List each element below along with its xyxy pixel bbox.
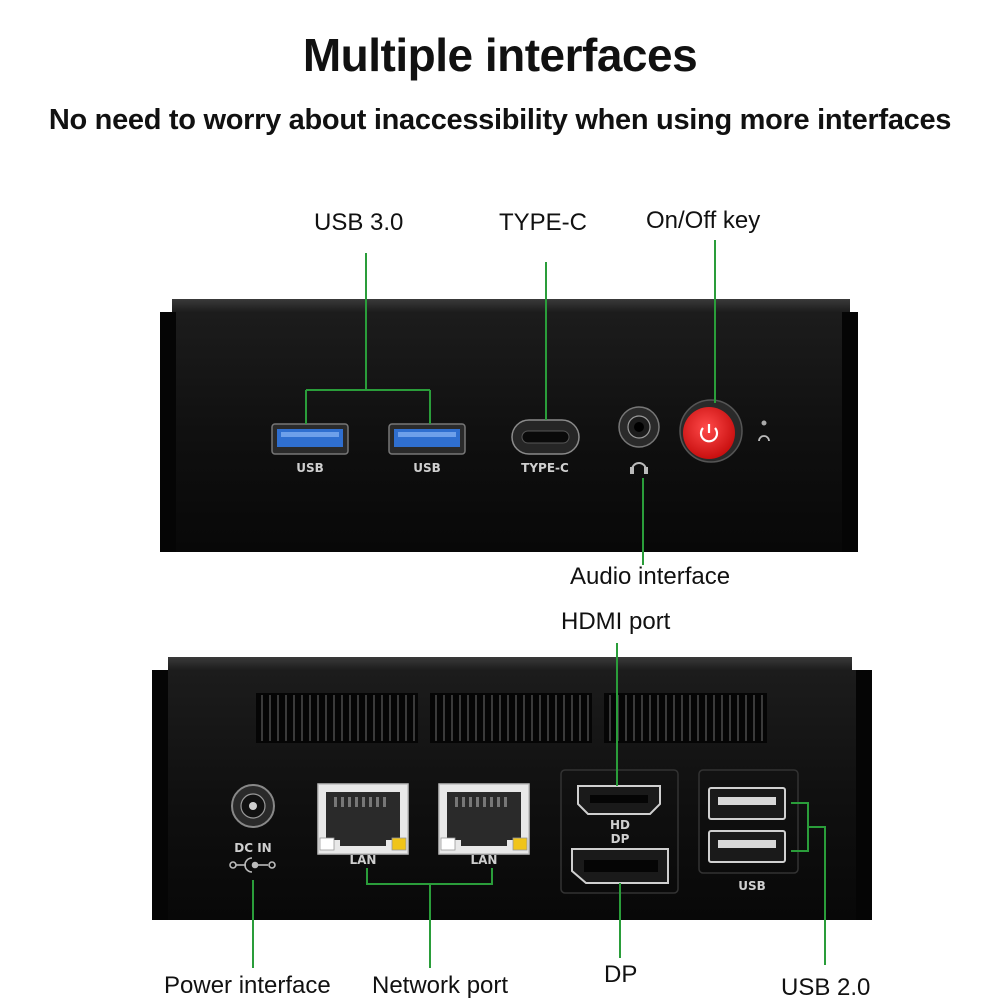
usb3-port-left <box>271 423 349 455</box>
audio-callout: Audio interface <box>570 563 731 590</box>
usb3-leader <box>305 253 431 424</box>
typec-port <box>511 419 580 455</box>
leader-lines <box>252 240 826 968</box>
dc-polarity-icon <box>229 857 276 873</box>
dp-label: DP <box>611 832 630 846</box>
network-callout: Network port <box>372 972 509 999</box>
rear-top-lid <box>168 657 852 671</box>
usb2-port-bottom <box>708 830 786 863</box>
page-subtitle: No need to worry about inaccessibility w… <box>48 104 952 136</box>
dc-in-label: DC IN <box>234 841 271 855</box>
hdmi-port <box>577 785 661 815</box>
usb-port-label-left: USB <box>296 461 324 475</box>
rear-panel <box>152 657 872 920</box>
lan-port-left <box>317 783 409 855</box>
hd-label: HD <box>610 818 630 832</box>
usb-rear-label: USB <box>738 879 766 893</box>
usb3-port-right <box>388 423 466 455</box>
typec-callout: TYPE-C <box>499 209 588 236</box>
network-leader <box>366 868 493 968</box>
dp-callout: DP <box>604 961 638 988</box>
usb2-leader <box>791 802 826 965</box>
front-top-lid <box>172 299 850 313</box>
lan-port-right <box>438 783 530 855</box>
indicator-led <box>758 420 770 442</box>
typec-port-label: TYPE-C <box>521 461 569 475</box>
front-panel <box>160 299 858 552</box>
hdmi-callout: HDMI port <box>561 608 671 635</box>
usb2-port-top <box>708 787 786 820</box>
usb2-callout: USB 2.0 <box>781 974 871 1001</box>
power-icon <box>699 427 719 443</box>
dc-in-jack <box>229 784 276 873</box>
vent-grille <box>256 693 767 743</box>
lan-label-right: LAN <box>471 853 498 867</box>
audio-jack <box>618 406 660 474</box>
page-title: Multiple interfaces <box>302 29 698 81</box>
usb3-callout: USB 3.0 <box>314 209 404 236</box>
front-body <box>160 312 858 552</box>
power-button <box>679 399 743 463</box>
lan-label-left: LAN <box>350 853 377 867</box>
displayport-port <box>571 848 669 884</box>
usb-port-label-right: USB <box>413 461 441 475</box>
onoff-callout: On/Off key <box>646 207 761 234</box>
power-callout: Power interface <box>164 972 331 999</box>
